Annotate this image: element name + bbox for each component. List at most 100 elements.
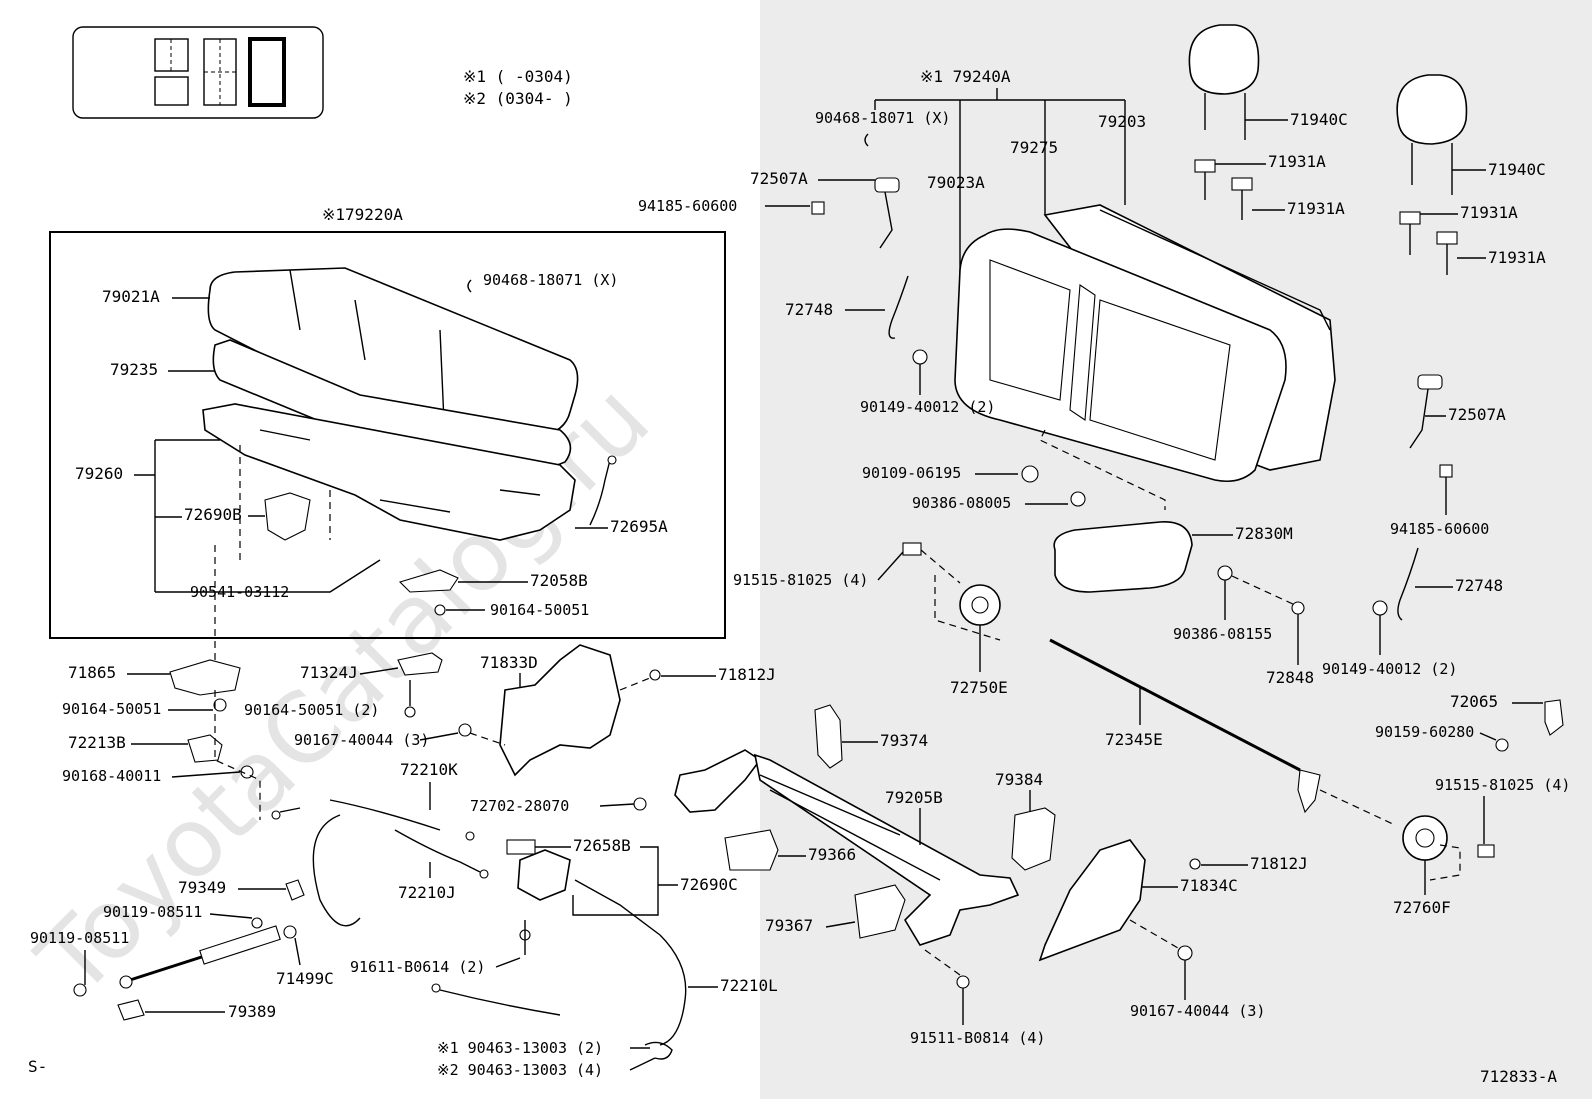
wire-72748-left: [888, 275, 909, 339]
label-72750E: 72750E: [950, 678, 1008, 697]
label-72848: 72848: [1266, 668, 1314, 687]
label-91515-81025-left: 91515-81025 (4): [733, 571, 868, 589]
headrest-part-2: [1396, 74, 1468, 195]
label-90168-40011: 90168-40011: [62, 767, 161, 785]
assembly-seat-cushion-label: ※179220A: [322, 205, 403, 224]
part-72213B: [187, 734, 223, 763]
label-90164-50051-a: 90164-50051: [62, 700, 161, 718]
label-90119-08511-a: 90119-08511: [103, 903, 202, 921]
label-90468-18071-box: 90468-18071 (X): [483, 271, 618, 289]
part-79389: [117, 999, 145, 1021]
note-2: ※2 (0304- ): [463, 89, 573, 108]
part-79366: [724, 829, 779, 871]
label-71834C: 71834C: [1180, 876, 1238, 895]
bracket-part-72065: [1544, 699, 1564, 736]
label-90468-18071-top: 90468-18071 (X): [815, 109, 950, 127]
armrest-part-72830M: [1053, 521, 1193, 593]
illustration-reference-number: 712833-A: [1480, 1067, 1557, 1086]
label-79260: 79260: [75, 464, 123, 483]
label-71499C: 71499C: [276, 969, 334, 988]
label-94185-60600-left: 94185-60600: [638, 197, 737, 215]
hinge-part-72690B: [264, 492, 311, 541]
headrest-support-icons: [1194, 159, 1458, 275]
label-91611-B0614: 91611-B0614 (2): [350, 958, 485, 976]
label-72748-right: 72748: [1455, 576, 1503, 595]
label-90386-08155: 90386-08155: [1173, 625, 1272, 643]
label-71931A-a: 71931A: [1268, 152, 1326, 171]
label-71865: 71865: [68, 663, 116, 682]
label-79366: 79366: [808, 845, 856, 864]
label-90109-06195: 90109-06195: [862, 464, 961, 482]
part-72658B: [506, 839, 536, 855]
nut-icon: [811, 201, 825, 215]
label-71931A-c: 71931A: [1460, 203, 1518, 222]
part-71865: [169, 659, 241, 696]
label-72760F: 72760F: [1393, 898, 1451, 917]
clamp-icon: [644, 1041, 673, 1060]
assembly-seat-back-label: ※1 79240A: [920, 67, 1011, 86]
cover-part-71834C: [1038, 839, 1146, 962]
headrest-part-1: [1188, 24, 1260, 140]
rod-part-72345E: [1049, 638, 1301, 772]
corner-mark-s: S-: [28, 1057, 47, 1076]
cover-part-71833D: [499, 644, 621, 777]
label-90164-50051-b: 90164-50051 (2): [244, 701, 379, 719]
label-90167-40044-left: 90167-40044 (3): [294, 731, 429, 749]
label-71931A-b: 71931A: [1287, 199, 1345, 218]
label-91515-81025-right: 91515-81025 (4): [1435, 776, 1570, 794]
label-71931A-d: 71931A: [1488, 248, 1546, 267]
label-72690C: 72690C: [680, 875, 738, 894]
mechanism-part-72690C: [517, 849, 571, 901]
part-79374: [814, 704, 843, 769]
label-79389: 79389: [228, 1002, 276, 1021]
label-90541-03112: 90541-03112: [190, 583, 289, 601]
label-79205B: 79205B: [885, 788, 943, 807]
clip-icon-box: [467, 279, 472, 293]
label-71812J-top: 71812J: [718, 665, 776, 684]
part-79367: [854, 884, 906, 939]
label-79367: 79367: [765, 916, 813, 935]
cushion-part-79260: [202, 403, 576, 541]
label-90119-08511-b: 90119-08511: [30, 929, 129, 947]
label-72345E: 72345E: [1105, 730, 1163, 749]
label-72065: 72065: [1450, 692, 1498, 711]
label-91511-B0814: 91511-B0814 (4): [910, 1029, 1045, 1047]
label-79021A: 79021A: [102, 287, 160, 306]
label-79023A: 79023A: [927, 173, 985, 192]
label-71833D: 71833D: [480, 653, 538, 672]
cable-72210L: [574, 879, 687, 1046]
label-72695A: 72695A: [610, 517, 668, 536]
clip-icon: [864, 133, 869, 147]
wire-72748-right: [1397, 547, 1419, 621]
label-94185-60600-right: 94185-60600: [1390, 520, 1489, 538]
label-72690B: 72690B: [184, 505, 242, 524]
part-79349: [285, 879, 305, 901]
latch-part-72507A-right: [1409, 374, 1453, 478]
recliner-part-72760F: [1402, 815, 1495, 881]
part-79384: [1011, 807, 1056, 871]
label-90167-40044-right: 90167-40044 (3): [1130, 1002, 1265, 1020]
cable-loop: [312, 814, 361, 927]
label-79384: 79384: [995, 770, 1043, 789]
seat-back-leader: [874, 88, 1126, 315]
label-90463-13003-a: ※1 90463-13003 (2): [437, 1039, 603, 1057]
label-72058B: 72058B: [530, 571, 588, 590]
cable-72695A: [589, 459, 611, 526]
seat-back-part: [954, 204, 1336, 510]
seat-frame-part-79205B: [674, 749, 1020, 946]
label-71324J: 71324J: [300, 663, 358, 682]
part-72058B: [398, 569, 459, 593]
label-90149-40012-left: 90149-40012 (2): [860, 398, 995, 416]
label-71940C-b: 71940C: [1488, 160, 1546, 179]
label-79275: 79275: [1010, 138, 1058, 157]
label-71812J-right: 71812J: [1250, 854, 1308, 873]
latch-part-72507A-top: [874, 177, 900, 249]
label-72830M: 72830M: [1235, 524, 1293, 543]
note-1: ※1 ( -0304): [463, 67, 573, 86]
label-72210J: 72210J: [398, 883, 456, 902]
label-72507A-top: 72507A: [750, 169, 808, 188]
label-79203: 79203: [1098, 112, 1146, 131]
label-79349: 79349: [178, 878, 226, 897]
label-72210L: 72210L: [720, 976, 778, 995]
